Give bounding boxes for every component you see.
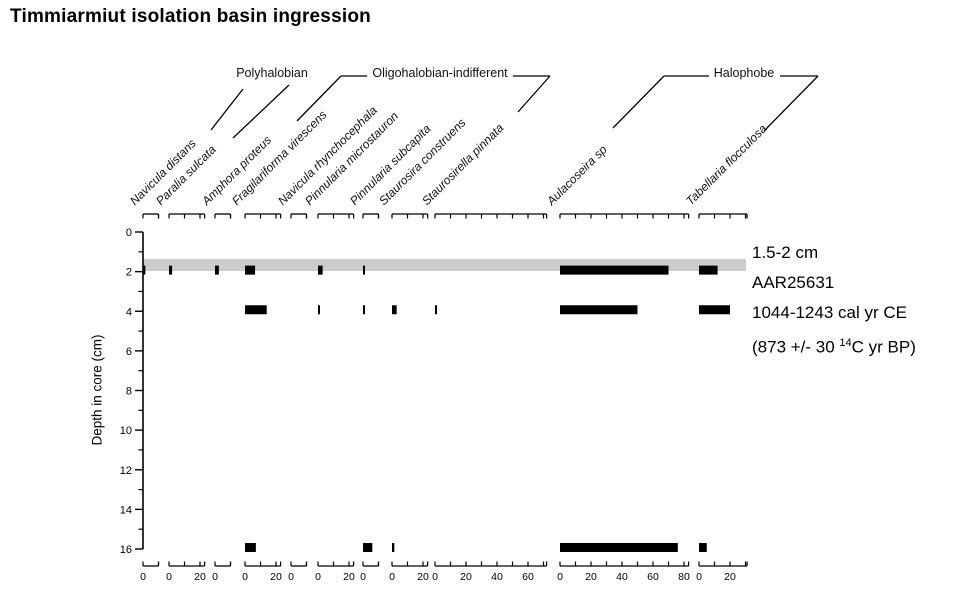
- abundance-bar: [215, 265, 219, 275]
- abundance-bar: [435, 305, 437, 315]
- abundance-tick-label: 0: [696, 571, 702, 583]
- abundance-bar: [318, 305, 320, 315]
- depth-tick-label: 12: [120, 465, 132, 477]
- depth-tick-label: 2: [126, 267, 132, 279]
- sample-annotation: 1.5-2 cm AAR25631 1044-1243 cal yr CE (8…: [752, 238, 916, 363]
- abundance-tick-label: 0: [389, 571, 395, 583]
- abundance-bar: [560, 543, 678, 552]
- abundance-bar: [363, 305, 365, 315]
- abundance-tick-label: 20: [460, 571, 472, 583]
- abundance-tick-label: 0: [432, 571, 438, 583]
- abundance-bar: [699, 543, 707, 552]
- abundance-tick-label: 0: [315, 571, 321, 583]
- abundance-bar: [169, 265, 173, 275]
- abundance-tick-label: 20: [343, 571, 355, 583]
- abundance-tick-label: 0: [212, 571, 218, 583]
- group-leader-line: [517, 75, 551, 113]
- abundance-tick-label: 20: [417, 571, 429, 583]
- abundance-tick-label: 0: [140, 571, 146, 583]
- depth-tick-label: 16: [120, 544, 132, 556]
- group-leader-line: [210, 88, 244, 131]
- depth-tick-label: 14: [120, 504, 132, 516]
- chart-title: Timmiarmiut isolation basin ingression: [10, 6, 371, 27]
- abundance-tick-label: 0: [360, 571, 366, 583]
- abundance-bar: [318, 265, 323, 275]
- group-leader-line: [763, 75, 819, 132]
- abundance-tick-label: 0: [166, 571, 172, 583]
- abundance-bar: [363, 265, 365, 275]
- depth-tick-label: 0: [126, 227, 132, 239]
- abundance-bar: [699, 305, 730, 315]
- abundance-bar: [392, 543, 395, 552]
- abundance-bar: [245, 543, 256, 552]
- annotation-lab-code: AAR25631: [752, 273, 835, 292]
- abundance-tick-label: 80: [678, 571, 690, 583]
- abundance-bar: [560, 305, 638, 315]
- abundance-bar: [699, 265, 718, 275]
- abundance-bar: [363, 543, 373, 552]
- group-leader-line: [232, 84, 290, 139]
- abundance-bar: [245, 305, 267, 315]
- group-label-halophobe: Halophobe: [710, 66, 778, 80]
- abundance-tick-label: 40: [616, 571, 628, 583]
- abundance-tick-label: 0: [242, 571, 248, 583]
- abundance-tick-label: 60: [522, 571, 534, 583]
- annotation-depth-range: 1.5-2 cm: [752, 243, 819, 262]
- group-leader-line: [612, 75, 665, 129]
- annotation-cal-age: 1044-1243 cal yr CE: [752, 303, 907, 322]
- abundance-tick-label: 40: [491, 571, 503, 583]
- abundance-bar: [245, 265, 256, 275]
- depth-tick-label: 4: [126, 306, 132, 318]
- abundance-tick-label: 60: [647, 571, 659, 583]
- abundance-bar: [560, 265, 669, 275]
- abundance-tick-label: 0: [557, 571, 563, 583]
- group-label-polyhalobian: Polyhalobian: [233, 66, 311, 80]
- depth-tick-label: 6: [126, 346, 132, 358]
- group-label-oligohalobian: Oligohalobian-indifferent: [369, 66, 511, 80]
- abundance-tick-label: 20: [585, 571, 597, 583]
- abundance-bar: [143, 265, 146, 275]
- abundance-tick-label: 20: [270, 571, 282, 583]
- abundance-tick-label: 0: [288, 571, 294, 583]
- abundance-tick-label: 20: [724, 571, 736, 583]
- annotation-c14-age: (873 +/- 30 14C yr BP): [752, 337, 916, 357]
- abundance-tick-label: 20: [194, 571, 206, 583]
- abundance-bar: [392, 305, 397, 315]
- depth-tick-label: 8: [126, 386, 132, 398]
- depth-tick-label: 10: [120, 425, 132, 437]
- group-leader-line: [296, 75, 342, 122]
